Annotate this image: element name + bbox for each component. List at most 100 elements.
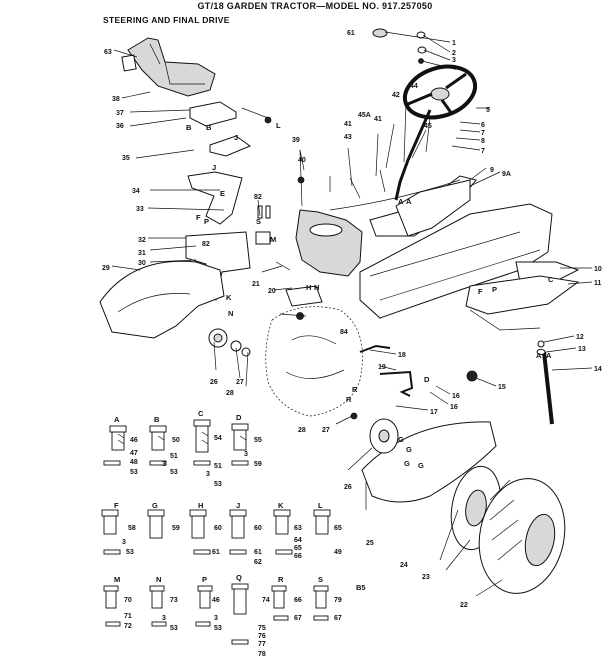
callout-11: 11 bbox=[594, 280, 602, 287]
callout-leader-lines bbox=[111, 31, 593, 597]
callout-16b: 16 bbox=[450, 404, 458, 411]
hw-j-letter: J bbox=[236, 501, 240, 510]
callout-22: 22 bbox=[460, 602, 468, 609]
callout-61: 61 bbox=[347, 30, 355, 37]
hw-f-extra-1: 3 bbox=[122, 539, 126, 546]
hw-k-extra-2: 65 bbox=[294, 545, 302, 552]
callout-45a: 45A bbox=[358, 112, 371, 119]
callout-20: 20 bbox=[268, 288, 276, 295]
hw-j-extra-2: 62 bbox=[254, 559, 262, 566]
callout-8: 8 bbox=[481, 138, 485, 145]
hw-r-part: 66 bbox=[294, 597, 302, 604]
callout-6: 6 bbox=[481, 122, 485, 129]
callout-27b: 27 bbox=[322, 427, 330, 434]
letter-tag-k: K bbox=[226, 293, 232, 302]
hw-j-extra-1: 61 bbox=[254, 549, 262, 556]
callout-41b: 41 bbox=[374, 116, 382, 123]
letter-tag-g4: G bbox=[418, 461, 424, 470]
callout-32: 32 bbox=[138, 237, 146, 244]
hw-d-letter: D bbox=[236, 413, 242, 422]
callout-82a: 82 bbox=[254, 194, 262, 201]
callout-15: 15 bbox=[498, 384, 506, 391]
hw-g-part: 59 bbox=[172, 525, 180, 532]
hw-b-extra-2: 3 bbox=[162, 461, 166, 468]
hw-q-extra-2: 76 bbox=[258, 633, 266, 640]
callout-7a: 7 bbox=[481, 130, 485, 137]
hw-b-extra-3: 53 bbox=[170, 469, 178, 476]
hw-n-letter: N bbox=[156, 575, 161, 584]
hw-r-extra-1: 67 bbox=[294, 615, 302, 622]
callout-9a: 9A bbox=[502, 171, 511, 178]
corner-label: B5 bbox=[356, 583, 366, 592]
callout-26a: 26 bbox=[210, 379, 218, 386]
hw-d-extra-1: 3 bbox=[244, 451, 248, 458]
hw-q-letter: Q bbox=[236, 573, 242, 582]
letter-tag-f1: F bbox=[196, 213, 201, 222]
callout-26b: 26 bbox=[344, 484, 352, 491]
callout-34: 34 bbox=[132, 188, 140, 195]
hw-d-extra-2: 59 bbox=[254, 461, 262, 468]
letter-tag-p2: P bbox=[492, 285, 497, 294]
hw-n-extra-2: 53 bbox=[170, 625, 178, 632]
callout-42: 42 bbox=[392, 92, 400, 99]
callout-3: 3 bbox=[452, 57, 456, 64]
callout-40: 40 bbox=[298, 157, 306, 164]
hw-h-part: 60 bbox=[214, 525, 222, 532]
callout-82b: 82 bbox=[202, 241, 210, 248]
callout-25: 25 bbox=[366, 540, 374, 547]
hw-a-extra-1: 47 bbox=[130, 450, 138, 457]
letter-tag-g1: G bbox=[398, 435, 404, 444]
letter-tag-l: L bbox=[276, 121, 281, 130]
callout-36: 36 bbox=[116, 123, 124, 130]
hw-p-letter: P bbox=[202, 575, 207, 584]
hw-h-extra-1: 61 bbox=[212, 549, 220, 556]
callout-33: 33 bbox=[136, 206, 144, 213]
callout-23: 23 bbox=[422, 574, 430, 581]
hw-r-letter: R bbox=[278, 575, 284, 584]
rear-wheel-illustration bbox=[350, 412, 566, 594]
letter-tag-r2: R bbox=[346, 395, 352, 404]
callout-37: 37 bbox=[116, 110, 124, 117]
hw-k-extra-1: 64 bbox=[294, 537, 302, 544]
hw-f-letter: F bbox=[114, 501, 119, 510]
hw-l-part: 65 bbox=[334, 525, 342, 532]
callout-12: 12 bbox=[576, 334, 584, 341]
hw-j-part: 60 bbox=[254, 525, 262, 532]
hw-q-extra-1: 75 bbox=[258, 625, 266, 632]
callout-63: 63 bbox=[104, 49, 112, 56]
letter-tag-g2: G bbox=[406, 445, 412, 454]
callout-30: 30 bbox=[138, 260, 146, 267]
callout-19: 19 bbox=[378, 364, 386, 371]
hw-c-letter: C bbox=[198, 409, 204, 418]
hw-c-extra-2: 3 bbox=[206, 471, 210, 478]
hw-l-extra-1: 49 bbox=[334, 549, 342, 556]
hw-k-letter: K bbox=[278, 501, 284, 510]
callout-18: 18 bbox=[398, 352, 406, 359]
hw-c-extra-1: 51 bbox=[214, 463, 222, 470]
letter-tag-j2: J bbox=[234, 133, 238, 142]
hw-q-part: 74 bbox=[262, 597, 270, 604]
hw-f-part: 58 bbox=[128, 525, 136, 532]
letter-tag-f2: F bbox=[478, 287, 483, 296]
hw-q-extra-3: 77 bbox=[258, 641, 266, 648]
callout-38: 38 bbox=[112, 96, 120, 103]
callout-45: 45 bbox=[424, 123, 432, 130]
letter-tag-h2: H bbox=[306, 283, 311, 292]
hw-p-part: 46 bbox=[212, 597, 220, 604]
hw-p-extra-1: 3 bbox=[214, 615, 218, 622]
letter-tag-n: N bbox=[228, 309, 233, 318]
callout-84: 84 bbox=[340, 329, 348, 336]
hw-s-letter: S bbox=[318, 575, 323, 584]
frame-illustration bbox=[329, 175, 580, 331]
hw-a-extra-2: 48 bbox=[130, 459, 138, 466]
callout-4: 4 bbox=[452, 65, 456, 72]
letter-tag-c: C bbox=[548, 275, 554, 284]
hardware-bolt-sketches bbox=[101, 419, 331, 645]
hw-d-part: 55 bbox=[254, 437, 262, 444]
hardware-letter-tags: A A A A B B C D E F F G G G G H H J J K … bbox=[186, 121, 554, 470]
letter-tag-b1: B bbox=[186, 123, 192, 132]
hw-a-part: 46 bbox=[130, 437, 138, 444]
hw-c-extra-3: 53 bbox=[214, 481, 222, 488]
letter-tag-s: S bbox=[256, 217, 261, 226]
